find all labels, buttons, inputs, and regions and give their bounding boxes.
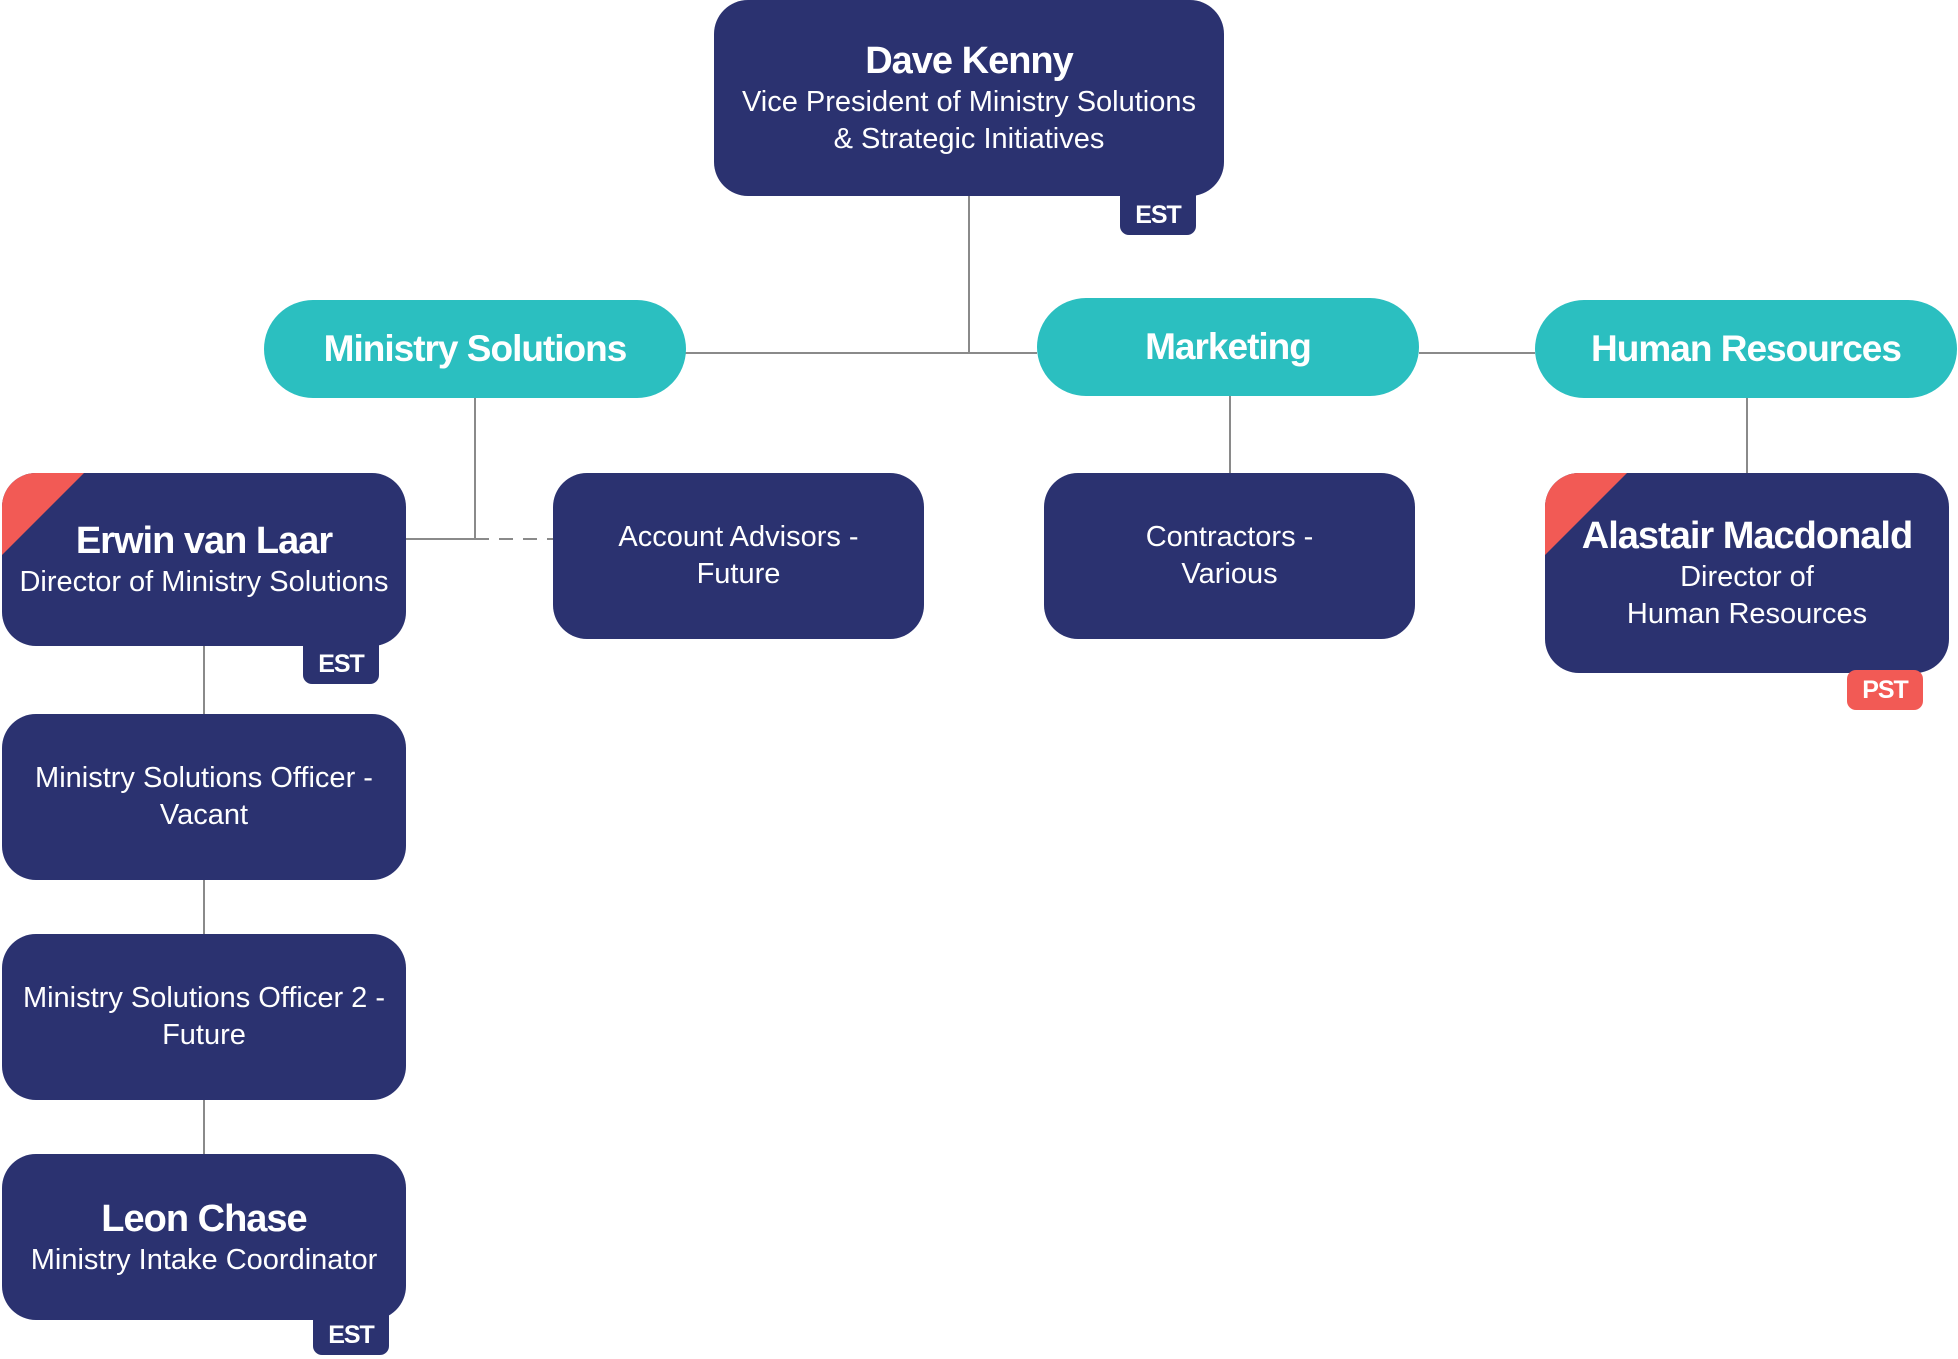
head-name: Dave Kenny [865, 40, 1074, 82]
officer-node: Ministry Solutions Officer - Vacant [2, 714, 406, 880]
alastair-title-line1: Director of [1680, 561, 1814, 593]
erwin-title: Director of Ministry Solutions [19, 566, 389, 598]
account-advisors-line1: Account Advisors - [618, 521, 859, 553]
officer2-line1: Ministry Solutions Officer 2 - [22, 982, 386, 1014]
alastair-timezone-badge: PST [1847, 670, 1923, 710]
erwin-node: Erwin van Laar Director of Ministry Solu… [2, 473, 406, 646]
officer-line2: Vacant [159, 799, 249, 831]
officer-line1: Ministry Solutions Officer - [35, 762, 373, 794]
account-advisors-node: Account Advisors - Future [553, 473, 924, 639]
contractors-node: Contractors - Various [1044, 473, 1415, 639]
alastair-node: Alastair Macdonald Director of Human Res… [1545, 473, 1949, 673]
erwin-timezone-badge: EST [303, 644, 379, 684]
head-title-line1: Vice President of Ministry Solutions [741, 86, 1196, 118]
leon-node: Leon Chase Ministry Intake Coordinator [2, 1154, 406, 1320]
leon-name: Leon Chase [101, 1197, 307, 1240]
leader-corner-marker [1545, 473, 1627, 555]
alastair-name: Alastair Macdonald [1581, 515, 1913, 557]
department-marketing: Marketing [1037, 298, 1419, 396]
contractors-line1: Contractors - [1145, 521, 1314, 553]
contractors-line2: Various [1181, 558, 1278, 590]
alastair-title-line2: Human Resources [1626, 598, 1868, 630]
leon-timezone-badge: EST [313, 1315, 389, 1355]
officer2-line2: Future [162, 1019, 246, 1051]
department-ministry-solutions: Ministry Solutions [264, 300, 686, 398]
department-human-resources: Human Resources [1535, 300, 1957, 398]
leader-corner-marker [2, 473, 84, 555]
account-advisors-line2: Future [696, 558, 781, 590]
head-timezone-badge: EST [1120, 195, 1196, 235]
head-title-line2: & Strategic Initiatives [833, 123, 1105, 155]
head-node: Dave Kenny Vice President of Ministry So… [714, 0, 1224, 196]
erwin-name: Erwin van Laar [75, 520, 333, 562]
officer2-node: Ministry Solutions Officer 2 - Future [2, 934, 406, 1100]
leon-title: Ministry Intake Coordinator [30, 1243, 378, 1276]
